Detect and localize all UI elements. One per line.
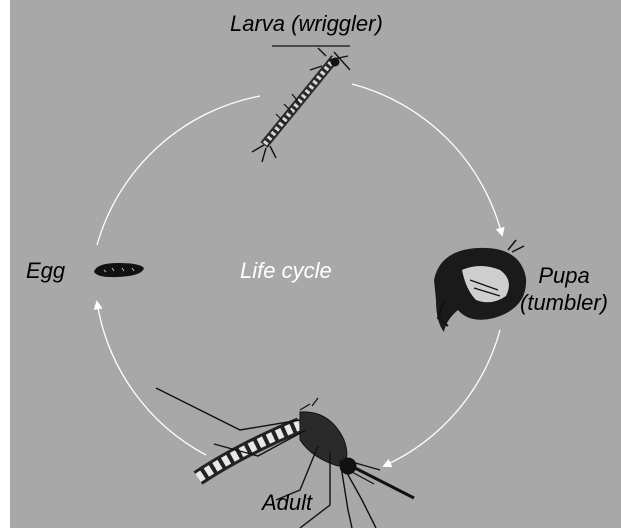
label-egg: Egg (26, 259, 65, 283)
label-adult: Adult (262, 491, 312, 515)
label-life-cycle: Life cycle (240, 259, 332, 283)
label-larva: Larva (wriggler) (230, 12, 383, 36)
label-pupa: Pupa (tumbler) (520, 262, 608, 316)
label-pupa-line2: (tumbler) (520, 289, 608, 316)
label-pupa-line1: Pupa (520, 262, 608, 289)
